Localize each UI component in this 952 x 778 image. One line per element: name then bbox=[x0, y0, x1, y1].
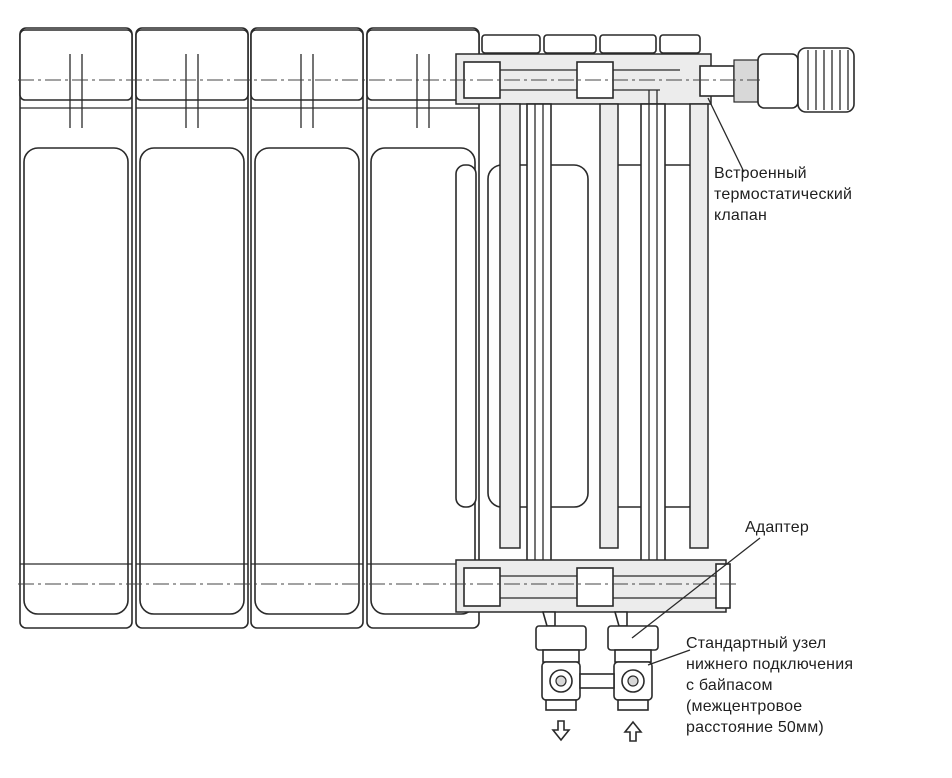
section-slot bbox=[416, 54, 430, 128]
thermo-valve-label-line: термостатический bbox=[714, 186, 853, 203]
section-slot bbox=[300, 54, 314, 128]
section-fin bbox=[23, 147, 129, 615]
section-top-cap bbox=[135, 29, 249, 101]
section-slot bbox=[69, 54, 83, 128]
radiator-section bbox=[19, 27, 133, 629]
section-fin bbox=[254, 147, 360, 615]
bottom-node-label-line: нижнего подключения bbox=[686, 656, 854, 673]
section-slot bbox=[185, 54, 199, 128]
thermostatic-valve bbox=[699, 47, 855, 113]
bottom-node-label-line: расстояние 50мм) bbox=[686, 719, 824, 736]
bottom-node-label-line: с байпасом bbox=[686, 677, 773, 694]
bottom-node-label-line: (межцентровое bbox=[686, 698, 803, 715]
bottom-connection-node bbox=[535, 611, 659, 711]
bottom-node-label-line: Стандартный узел bbox=[686, 635, 827, 652]
adapter-label: Адаптер bbox=[745, 519, 809, 536]
adapter-leader-line bbox=[631, 537, 761, 639]
thermo-valve-label-line: Встроенный bbox=[714, 165, 807, 182]
arrow-down-icon bbox=[551, 720, 571, 742]
radiator-section bbox=[135, 27, 249, 629]
radiator-sections bbox=[19, 27, 480, 629]
radiator-section bbox=[250, 27, 364, 629]
valve-leader-line bbox=[707, 97, 745, 173]
radiator-cutaway bbox=[455, 34, 731, 613]
arrow-up-icon bbox=[623, 720, 643, 742]
section-top-cap bbox=[250, 29, 364, 101]
section-top-cap bbox=[19, 29, 133, 101]
node-leader-line bbox=[647, 649, 691, 666]
thermo-valve-label: Встроенный термостатический клапан bbox=[714, 163, 852, 226]
bottom-node-label: Стандартный узел нижнего подключения с б… bbox=[686, 633, 853, 738]
section-fin bbox=[139, 147, 245, 615]
radiator-section bbox=[366, 27, 480, 629]
thermo-valve-label-line: клапан bbox=[714, 207, 768, 224]
